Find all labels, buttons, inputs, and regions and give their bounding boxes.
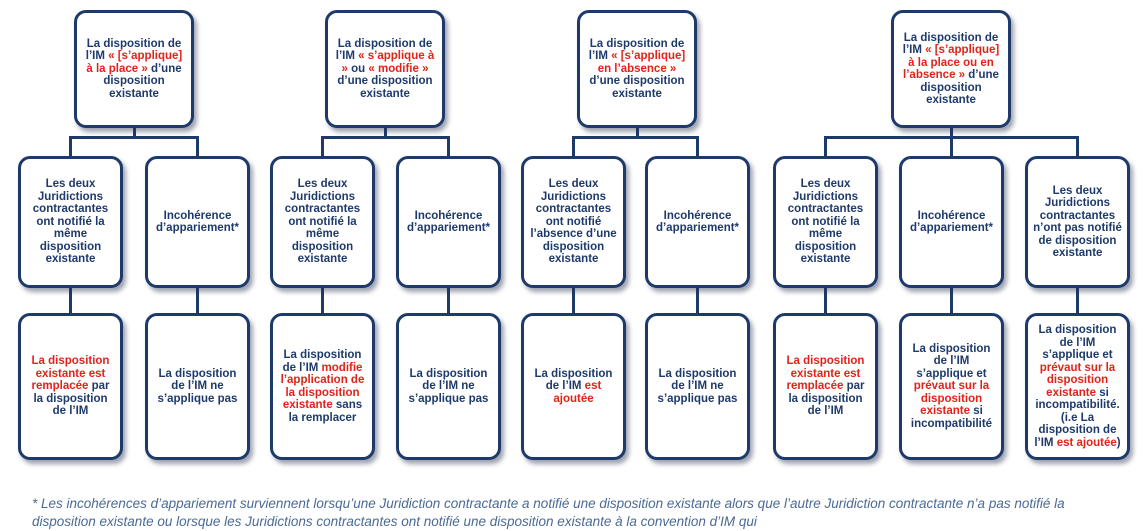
middle-case-box: Incohérence d’appariement* bbox=[899, 156, 1004, 288]
box-text: ) bbox=[1116, 436, 1121, 449]
box-text: par la disposition de l’IM bbox=[788, 380, 865, 418]
highlight-text: « [s’applique] à la place » bbox=[86, 50, 183, 75]
box-text: La disposition de l’IM ne s’applique pas bbox=[157, 367, 238, 405]
highlight-text: « modifie » bbox=[368, 62, 429, 75]
connector-line bbox=[696, 288, 699, 313]
box-text: Les deux Juridictions contractantes ont … bbox=[284, 178, 361, 266]
result-box: La disposition de l’IM modifie l’applica… bbox=[270, 313, 375, 460]
connector-line bbox=[572, 288, 575, 313]
highlight-text: « [s’applique] en l’absence » bbox=[597, 50, 686, 75]
result-box: La disposition de l’IM s’applique et pré… bbox=[1025, 313, 1130, 460]
top-condition-box: La disposition de l’IM « s’applique à » … bbox=[325, 10, 445, 128]
top-condition-box: La disposition de l’IM « [s’applique] à … bbox=[74, 10, 194, 128]
connector-line bbox=[196, 137, 199, 156]
box-text: La disposition de l’IM s’applique et bbox=[1038, 324, 1117, 361]
connector-line bbox=[447, 288, 450, 313]
box-text: d’une disposition existante bbox=[589, 75, 685, 100]
top-condition-box: La disposition de l’IM « [s’applique] en… bbox=[577, 10, 697, 128]
connector-line bbox=[950, 137, 953, 156]
connector-bar bbox=[321, 135, 450, 139]
box-text: La disposition de l’IM bbox=[282, 349, 362, 374]
result-box: La disposition existante est remplacée p… bbox=[773, 313, 878, 460]
box-text: par la disposition de l’IM bbox=[33, 380, 110, 418]
connector-line bbox=[69, 288, 72, 313]
connector-line bbox=[69, 137, 72, 156]
middle-case-box: Les deux Juridictions contractantes ont … bbox=[521, 156, 626, 288]
middle-case-box: Les deux Juridictions contractantes ont … bbox=[773, 156, 878, 288]
result-box: La disposition existante est remplacée p… bbox=[18, 313, 123, 460]
highlight-text: prévaut sur la disposition existante bbox=[913, 380, 990, 418]
highlight-text: est ajoutée bbox=[553, 380, 602, 405]
connector-line bbox=[1076, 137, 1079, 156]
box-text: Les deux Juridictions contractantes ont … bbox=[32, 178, 109, 266]
result-box: La disposition de l’IM ne s’applique pas bbox=[396, 313, 501, 460]
result-box: La disposition de l’IM ne s’applique pas bbox=[645, 313, 750, 460]
box-text: La disposition de l’IM s’applique et bbox=[912, 342, 991, 380]
connector-bar bbox=[69, 135, 199, 139]
connector-line bbox=[196, 288, 199, 313]
connector-bar bbox=[572, 135, 699, 139]
box-text: La disposition de l’IM bbox=[902, 31, 999, 57]
highlight-text: La disposition existante est remplacée bbox=[31, 355, 110, 393]
box-text: La disposition de l’IM bbox=[335, 37, 433, 63]
connector-line bbox=[1076, 288, 1079, 313]
highlight-text: est ajoutée bbox=[1056, 436, 1117, 449]
connector-line bbox=[321, 288, 324, 313]
highlight-text: prévaut sur la disposition existante bbox=[1039, 361, 1116, 399]
box-text: La disposition de l’IM bbox=[85, 37, 182, 63]
connector-line bbox=[950, 288, 953, 313]
middle-case-box: Incohérence d’appariement* bbox=[645, 156, 750, 288]
box-text: La disposition de l’IM bbox=[534, 367, 613, 393]
box-text: La disposition de l’IM ne s’applique pas bbox=[408, 367, 489, 405]
result-box: La disposition de l’IM ne s’applique pas bbox=[145, 313, 250, 460]
box-text: Incohérence d’appariement* bbox=[655, 209, 740, 235]
box-text: si incompatibilité bbox=[910, 405, 993, 430]
connector-line bbox=[383, 128, 387, 137]
connector-line bbox=[572, 137, 575, 156]
middle-case-box: Incohérence d’appariement* bbox=[396, 156, 501, 288]
top-condition-box: La disposition de l’IM « [s’applique] à … bbox=[891, 10, 1011, 128]
result-box: La disposition de l’IM s’applique et pré… bbox=[899, 313, 1004, 460]
box-text: d’une disposition existante bbox=[337, 75, 433, 100]
box-text: La disposition de l’IM ne s’applique pas bbox=[657, 367, 738, 405]
connector-line bbox=[824, 288, 827, 313]
box-text: Incohérence d’appariement* bbox=[155, 209, 240, 235]
box-text: d’une disposition existante bbox=[920, 69, 999, 106]
box-text: d’une disposition existante bbox=[103, 62, 182, 100]
connector-line bbox=[635, 128, 639, 137]
middle-case-box: Incohérence d’appariement* bbox=[145, 156, 250, 288]
box-text: si incompatibilité. (i.e La disposition … bbox=[1034, 386, 1120, 449]
footnote: * Les incohérences d’appariement survien… bbox=[32, 496, 1065, 529]
box-text: ou bbox=[347, 62, 369, 75]
middle-case-box: Les deux Juridictions contractantes ont … bbox=[270, 156, 375, 288]
connector-line bbox=[321, 137, 324, 156]
highlight-text: « s’applique à » bbox=[341, 50, 435, 75]
middle-case-box: Les deux Juridictions contractantes n’on… bbox=[1025, 156, 1130, 288]
box-text: Les deux Juridictions contractantes n’on… bbox=[1033, 184, 1122, 260]
box-text: La disposition de l’IM bbox=[588, 37, 685, 63]
box-text: Les deux Juridictions contractantes ont … bbox=[787, 178, 864, 266]
box-text: Incohérence d’appariement* bbox=[909, 209, 994, 235]
middle-case-box: Les deux Juridictions contractantes ont … bbox=[18, 156, 123, 288]
result-box: La disposition de l’IM est ajoutée bbox=[521, 313, 626, 460]
connector-line bbox=[949, 128, 953, 137]
highlight-text: modifie l’application de la disposition … bbox=[280, 361, 365, 412]
box-text: Les deux Juridictions contractantes ont … bbox=[530, 178, 617, 266]
connector-line bbox=[824, 137, 827, 156]
box-text: Incohérence d’appariement* bbox=[406, 209, 491, 235]
connector-line bbox=[132, 128, 136, 137]
connector-line bbox=[696, 137, 699, 156]
box-text: sans la remplacer bbox=[288, 399, 363, 424]
highlight-text: « [s’applique] à la place ou en l’absenc… bbox=[903, 44, 1000, 81]
highlight-text: La disposition existante est remplacée bbox=[786, 355, 865, 393]
connector-line bbox=[447, 137, 450, 156]
